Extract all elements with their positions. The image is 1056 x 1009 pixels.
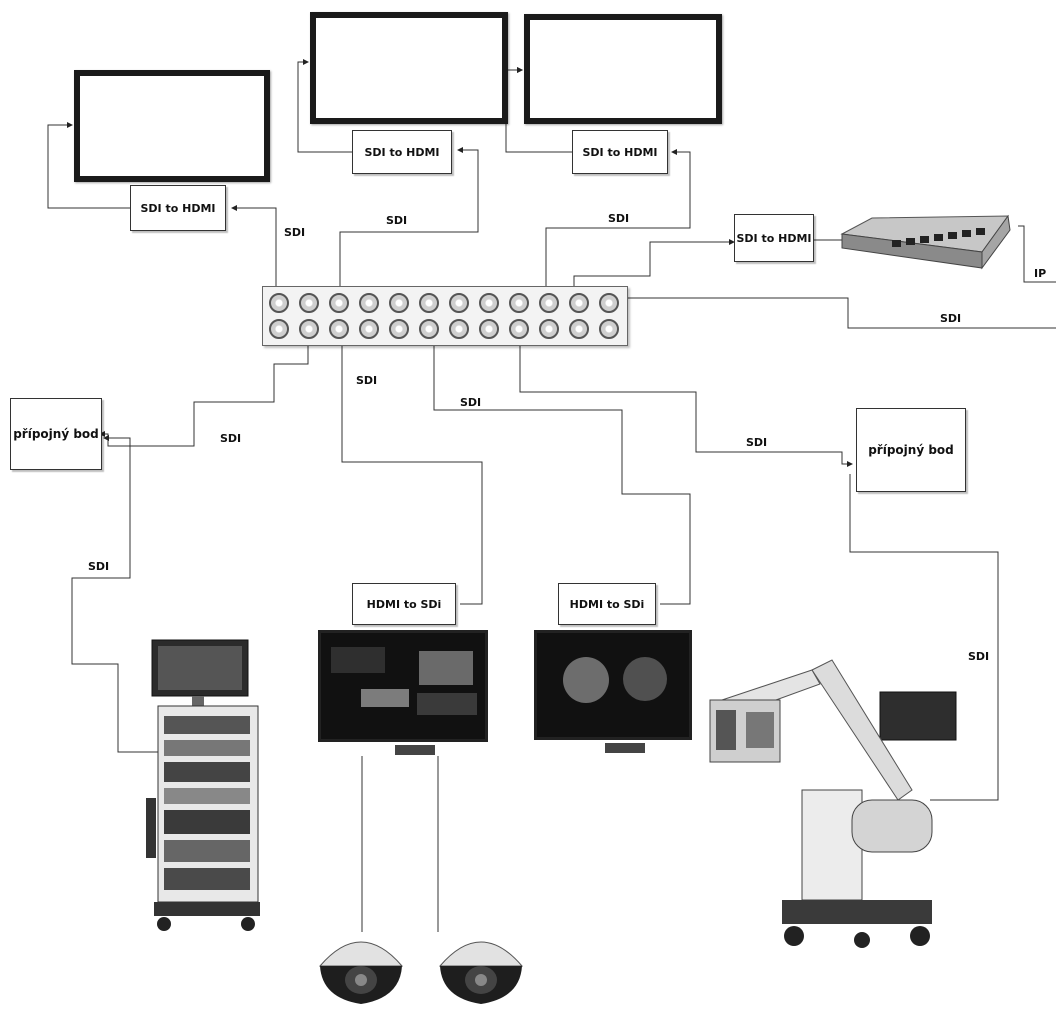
- wire-patch-bod-left: [99, 346, 309, 447]
- bnc-port: [569, 319, 589, 339]
- label-ip: IP: [1034, 267, 1047, 280]
- hdmi-to-sdi-converter-2: HDMI to SDi: [558, 583, 656, 625]
- wire-patch-bod-right: [519, 346, 853, 467]
- connection-point-right: přípojný bod: [856, 408, 966, 492]
- wire-patch-right: [628, 297, 1056, 329]
- wire-conv1-monitor1: [47, 122, 130, 209]
- dome-camera-1-icon: [306, 928, 416, 1008]
- label-sdi-7: SDI: [220, 432, 242, 445]
- bnc-port: [449, 319, 469, 339]
- bnc-port: [359, 319, 379, 339]
- bnc-port: [389, 293, 409, 313]
- bnc-port: [599, 293, 619, 313]
- bnc-port: [269, 319, 289, 339]
- bnc-port: [419, 293, 439, 313]
- sdi-patch-panel: [262, 286, 628, 346]
- sdi-to-hdmi-converter-2: SDI to HDMI: [352, 130, 452, 174]
- bnc-port: [479, 319, 499, 339]
- wire-patch-conv1: [231, 205, 277, 288]
- bnc-port: [479, 293, 499, 313]
- wire-patch-conv3: [545, 149, 691, 288]
- bnc-port: [269, 293, 289, 313]
- bnc-port: [329, 293, 349, 313]
- bnc-port: [389, 319, 409, 339]
- bnc-port: [329, 319, 349, 339]
- monitor-2: [310, 12, 508, 124]
- bnc-port: [359, 293, 379, 313]
- bnc-port: [599, 319, 619, 339]
- connection-point-left: přípojný bod: [10, 398, 102, 470]
- bnc-port: [569, 293, 589, 313]
- sdi-to-hdmi-converter-4: SDI to HDMI: [734, 214, 814, 262]
- bnc-port: [299, 293, 319, 313]
- bnc-port: [539, 293, 559, 313]
- wire-tower-bod-left: [71, 435, 164, 753]
- monitor-3: [524, 14, 722, 124]
- microscope-display-screen: [534, 630, 692, 753]
- label-sdi-9: SDI: [88, 560, 110, 573]
- wire-micro-bod-right: [849, 474, 999, 801]
- wire-conv2-monitor2: [297, 59, 352, 153]
- bnc-port: [419, 319, 439, 339]
- camera-display-screen: [318, 630, 488, 755]
- label-sdi-4: SDI: [940, 312, 962, 325]
- endoscopy-tower-icon: [140, 638, 270, 938]
- label-sdi-6: SDI: [460, 396, 482, 409]
- label-sdi-3: SDI: [608, 212, 630, 225]
- wire-patch-hts1: [341, 346, 483, 605]
- network-switch-icon: [832, 200, 1020, 274]
- bnc-port: [509, 293, 529, 313]
- label-sdi-5: SDI: [356, 374, 378, 387]
- dome-camera-2-icon: [426, 928, 536, 1008]
- label-sdi-10: SDI: [968, 650, 990, 663]
- bnc-port: [539, 319, 559, 339]
- wire-patch-conv2: [339, 147, 479, 288]
- bnc-port: [449, 293, 469, 313]
- hdmi-to-sdi-converter-1: HDMI to SDi: [352, 583, 456, 625]
- wire-switch-ip: [1018, 225, 1056, 283]
- surgical-microscope-icon: [702, 640, 972, 956]
- wire-patch-conv4: [573, 239, 735, 288]
- sdi-to-hdmi-converter-1: SDI to HDMI: [130, 185, 226, 231]
- sdi-to-hdmi-converter-3: SDI to HDMI: [572, 130, 668, 174]
- label-sdi-2: SDI: [386, 214, 408, 227]
- wire-patch-hts2: [433, 346, 691, 605]
- bnc-port: [509, 319, 529, 339]
- label-sdi-1: SDI: [284, 226, 306, 239]
- monitor-1: [74, 70, 270, 182]
- bnc-port: [299, 319, 319, 339]
- label-sdi-8: SDI: [746, 436, 768, 449]
